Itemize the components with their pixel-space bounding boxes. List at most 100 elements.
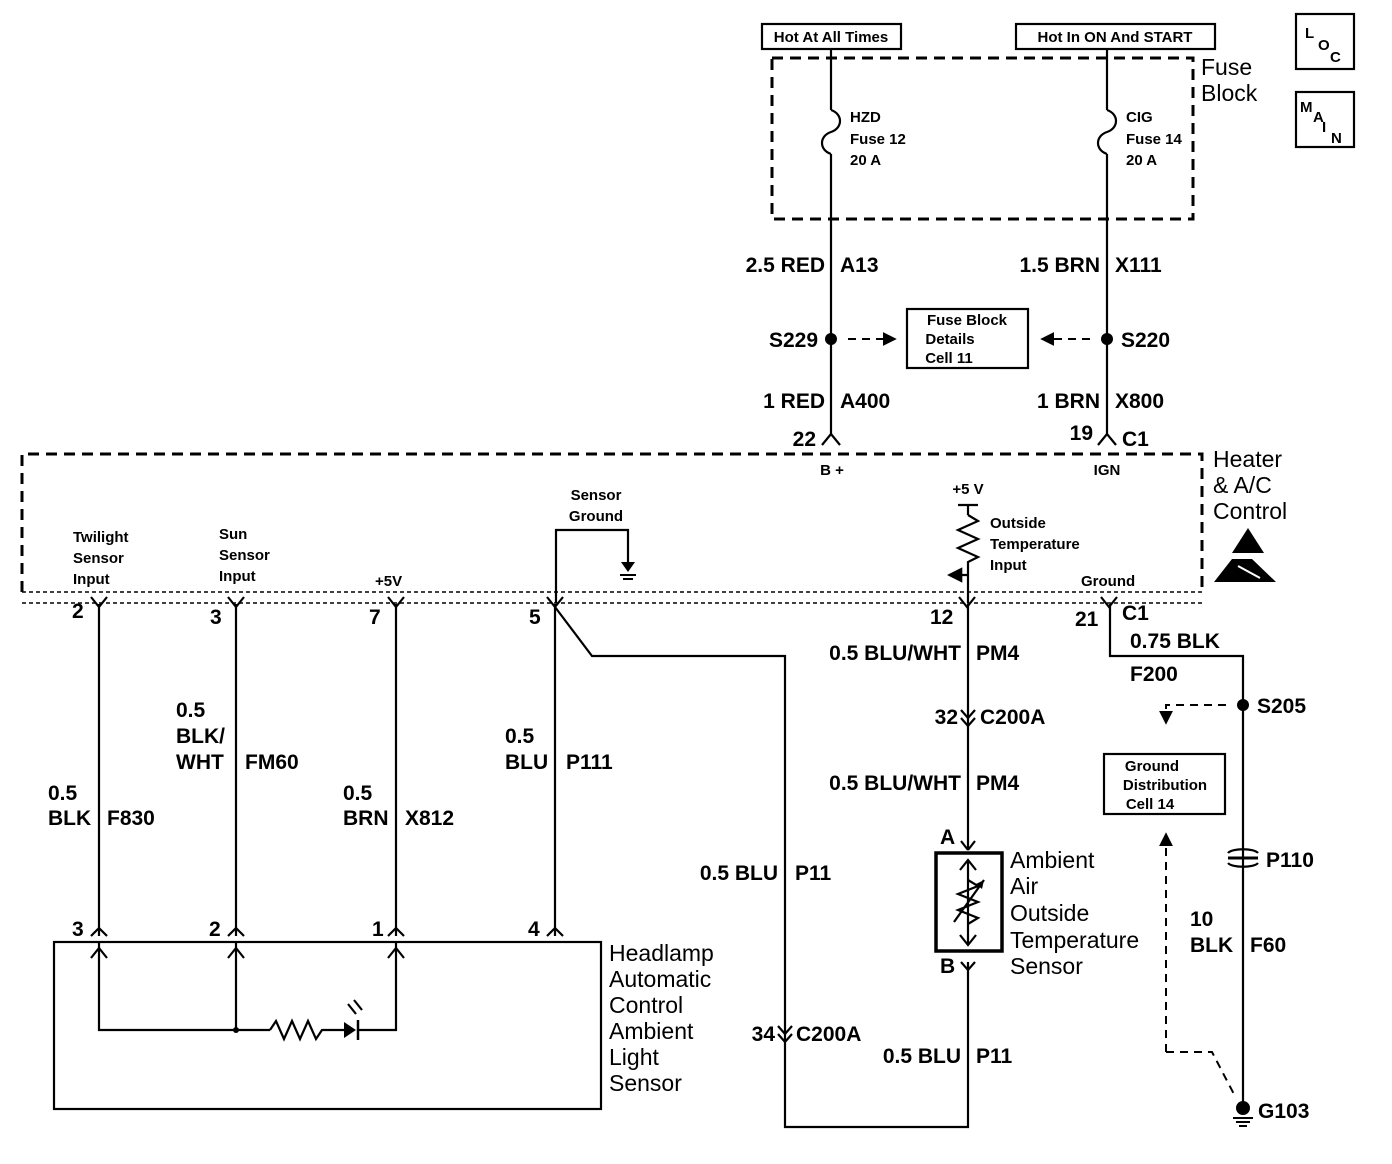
svg-text:Ground: Ground [1125,758,1179,775]
pin-19: 19 [1070,422,1093,445]
svg-text:I: I [1322,119,1326,136]
wire-p11-left-gauge: 0.5 BLU [700,862,778,885]
photodiode-icon [344,1022,356,1038]
connector-p110-label: P110 [1266,849,1314,872]
splice-s220 [1101,333,1113,345]
ambient-sensor-label-2: Air [1010,873,1038,899]
svg-text:L: L [1305,25,1314,42]
fuse-block-label-2: Block [1201,80,1258,106]
headlamp-sensor-label-2: Automatic [609,966,711,992]
hvac-control-label-2: & A/C [1213,472,1272,498]
svg-text:Cell 11: Cell 11 [925,350,973,367]
circuit-label-pm4-bottom: PM4 [976,772,1020,795]
wire-pm4-top-gauge: 0.5 BLU/WHT [829,642,961,665]
fuse-12-rating: 20 A [850,152,881,169]
pin-5-module: 5 [529,606,541,629]
wire-f60-color: BLK [1190,934,1233,957]
fuse-block-label: Fuse [1201,54,1252,80]
circuit-label-x111: X111 [1115,254,1162,277]
outside-temp-input-label: Outside [990,515,1046,532]
headlamp-sensor-label-5: Light [609,1044,659,1070]
fuse-14-rating: 20 A [1126,152,1157,169]
splice-s229 [825,333,837,345]
hvac-control-label: Heater [1213,446,1282,472]
main-badge[interactable]: M A I N [1294,90,1356,149]
wire-label-1-red: 1 RED [763,390,825,413]
headlamp-pin-4: 4 [528,918,540,941]
sensor-ground-label: Sensor [571,487,622,504]
connector-c1-bottom: C1 [1122,602,1149,625]
wire-fm60-color: BLK/ [176,725,225,748]
twilight-sensor-input-label: Twilight [73,529,129,546]
fuse-12-name: HZD [850,109,881,126]
ambient-sensor-label-4: Temperature [1010,927,1139,953]
ground-g103-icon [1233,1101,1253,1127]
ambient-sensor-label: Ambient [1010,847,1095,873]
outside-temp-resistor [955,514,981,603]
fuse-12-number: Fuse 12 [850,131,906,148]
circuit-label-pm4-top: PM4 [976,642,1020,665]
circuit-label-x800: X800 [1115,390,1164,413]
thermistor-symbol [955,879,981,925]
ground-distribution-box[interactable]: Ground Distribution Cell 14 [1102,752,1227,816]
pin-34-c200a: 34 [752,1023,776,1046]
twilight-sensor-input-label-2: Sensor [73,550,124,567]
wire-label-1-5-brn: 1.5 BRN [1019,254,1100,277]
splice-s205 [1237,699,1249,711]
sun-sensor-input-label-3: Input [219,568,256,585]
ign-label: IGN [1094,462,1121,479]
hot-at-all-times-label: Hot At All Times [760,22,903,51]
outside-temp-input-label-3: Input [990,557,1027,574]
ground-label: Ground [1081,573,1135,590]
headlamp-sensor-label: Headlamp [609,940,714,966]
ground-g103-label: G103 [1258,1100,1309,1123]
svg-text:Fuse Block: Fuse Block [927,312,1008,329]
pin-22: 22 [793,428,816,451]
svg-text:Hot At All Times: Hot At All Times [774,29,888,46]
headlamp-sensor-label-4: Ambient [609,1018,694,1044]
wire-p111-color: BLU [505,751,548,774]
sun-sensor-input-label-2: Sensor [219,547,270,564]
fuse-block-details-box[interactable]: Fuse Block Details Cell 11 [905,307,1030,370]
svg-text:A: A [1313,109,1324,126]
plus-5v-label: +5V [375,573,402,590]
headlamp-internal-circuit [90,942,405,1042]
sensor-pin-a: A [940,826,955,849]
ambient-air-temp-sensor [934,851,1004,953]
circuit-label-x812: X812 [405,807,454,830]
fuse-14-symbol [1096,108,1118,156]
circuit-label-a400: A400 [840,390,890,413]
pin-2-module: 2 [72,600,84,623]
headlamp-resistor [269,1018,344,1042]
twilight-sensor-input-label-3: Input [73,571,110,588]
svg-text:N: N [1331,130,1342,147]
circuit-label-p11-right: P11 [976,1045,1013,1068]
connector-c200a-bottom: C200A [796,1023,861,1046]
svg-text:Hot In ON And START: Hot In ON And START [1038,29,1193,46]
bplus-label: B + [820,462,844,479]
pin-21-module: 21 [1075,608,1099,631]
wire-label-1-brn: 1 BRN [1037,390,1100,413]
pin-7-module: 7 [369,606,381,629]
ambient-sensor-label-5: Sensor [1010,953,1083,979]
wire-label-2-5-red: 2.5 RED [746,254,825,277]
splice-s220-label: S220 [1121,329,1170,352]
wire-f830-color: BLK [48,807,91,830]
splice-s229-label: S229 [769,329,818,352]
pin-32-c200a: 32 [935,706,958,729]
circuit-label-f200: F200 [1130,663,1178,686]
hvac-control-outline [20,452,1204,592]
wire-p11-right-gauge: 0.5 BLU [883,1045,961,1068]
sensor-ground-label-2: Ground [569,508,623,525]
fuse-14-number: Fuse 14 [1126,131,1183,148]
connector-c200a-top: C200A [980,706,1045,729]
hot-in-on-start-label: Hot In ON And START [1014,22,1217,51]
splice-s205-label: S205 [1257,695,1306,718]
connector-p110 [1227,848,1259,868]
svg-text:C: C [1330,49,1341,66]
loc-badge[interactable]: L O C [1294,12,1356,71]
esd-warning-icon [1214,528,1276,582]
fuse-14-name: CIG [1126,109,1153,126]
svg-text:M: M [1300,99,1313,116]
